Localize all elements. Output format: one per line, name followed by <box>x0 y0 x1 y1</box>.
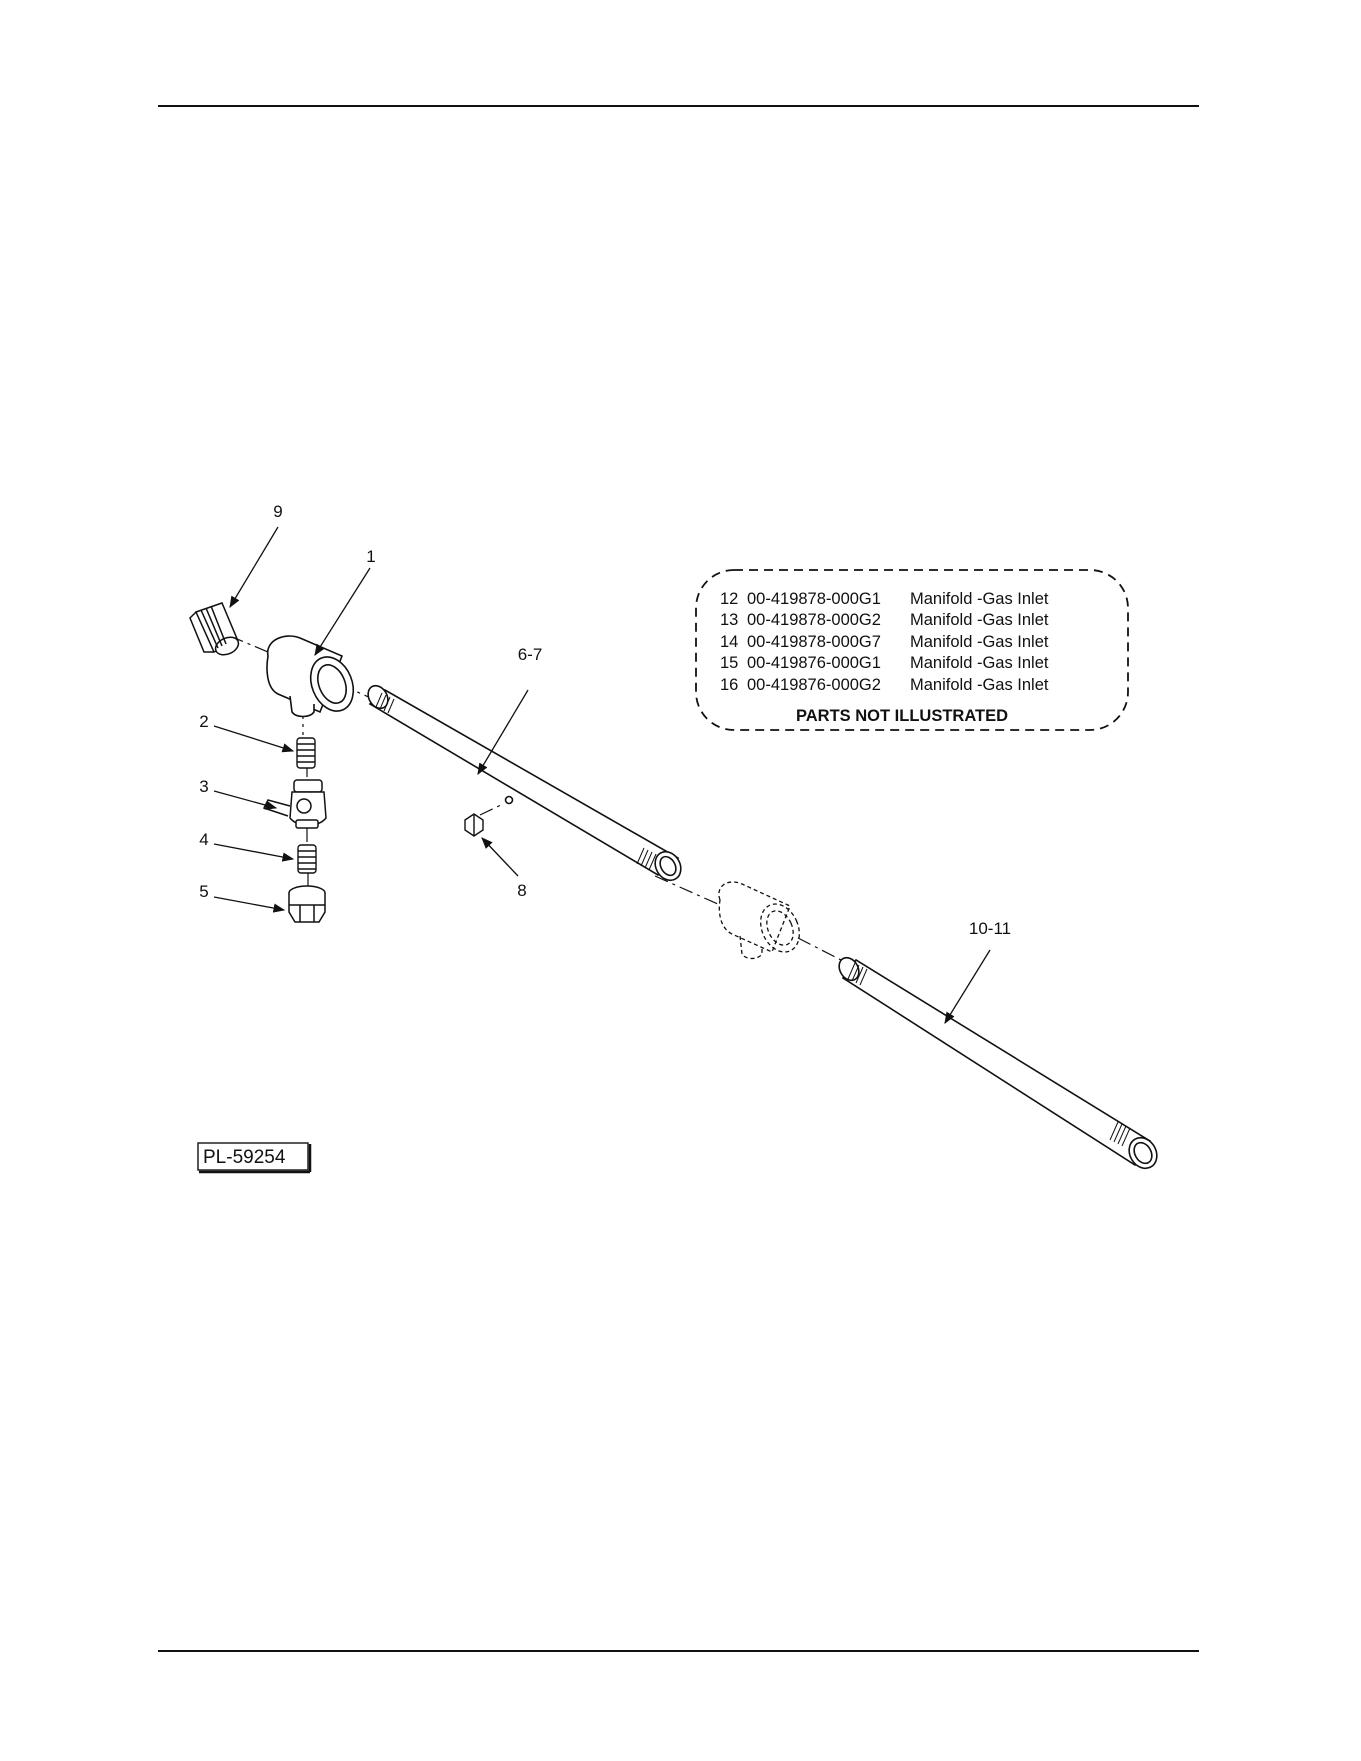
pni-row-15: 15 00-419876-000G1 Manifold -Gas Inlet <box>720 654 1049 672</box>
callout-6-7: 6-7 <box>518 645 543 664</box>
leader-arrow <box>214 844 293 859</box>
leader-arrow <box>945 950 990 1023</box>
svg-text:Manifold -Gas Inlet: Manifold -Gas Inlet <box>910 590 1049 608</box>
svg-text:00-419876-000G1: 00-419876-000G1 <box>747 654 881 672</box>
svg-text:00-419878-000G2: 00-419878-000G2 <box>747 611 881 629</box>
callout-4: 4 <box>199 830 208 849</box>
svg-text:14: 14 <box>720 633 738 651</box>
pni-row-16: 16 00-419876-000G2 Manifold -Gas Inlet <box>720 676 1049 694</box>
callout-10-11: 10-11 <box>969 919 1011 938</box>
svg-text:Manifold -Gas Inlet: Manifold -Gas Inlet <box>910 611 1049 629</box>
pni-row-12: 12 00-419878-000G1 Manifold -Gas Inlet <box>720 590 1049 608</box>
leader-arrow <box>214 791 276 808</box>
part-9-plug <box>190 603 241 658</box>
svg-text:00-419878-000G1: 00-419878-000G1 <box>747 590 881 608</box>
callout-5: 5 <box>199 882 208 901</box>
pni-heading: PARTS NOT ILLUSTRATED <box>796 707 1008 725</box>
part-1-tee <box>267 636 361 717</box>
svg-text:Manifold -Gas Inlet: Manifold -Gas Inlet <box>910 633 1049 651</box>
part-4-nipple <box>298 845 316 873</box>
part-8-plug <box>465 814 483 836</box>
plate-id-box: PL-59254 <box>198 1143 310 1172</box>
svg-text:Manifold -Gas Inlet: Manifold -Gas Inlet <box>910 676 1049 694</box>
callout-2: 2 <box>199 712 208 731</box>
callout-9: 9 <box>273 502 282 521</box>
leader-arrow <box>230 527 278 607</box>
leader-arrow <box>482 838 518 876</box>
pni-row-13: 13 00-419878-000G2 Manifold -Gas Inlet <box>720 611 1049 629</box>
leader-arrow <box>214 726 293 751</box>
leader-arrow <box>315 568 370 655</box>
part-3-valve <box>264 780 326 828</box>
leader-arrow <box>214 897 284 910</box>
callout-8: 8 <box>517 881 526 900</box>
part-10-11-pipe <box>835 954 1162 1173</box>
callout-1: 1 <box>366 547 375 566</box>
plate-id: PL-59254 <box>203 1147 286 1168</box>
part-5-union <box>289 886 325 922</box>
callout-3: 3 <box>199 777 208 796</box>
pni-row-14: 14 00-419878-000G7 Manifold -Gas Inlet <box>720 633 1049 651</box>
part-6-7-pipe <box>364 682 686 885</box>
svg-text:00-419878-000G7: 00-419878-000G7 <box>747 633 881 651</box>
coupling-phantom <box>719 882 807 959</box>
svg-text:Manifold -Gas Inlet: Manifold -Gas Inlet <box>910 654 1049 672</box>
svg-text:12: 12 <box>720 590 738 608</box>
svg-text:15: 15 <box>720 654 738 672</box>
parts-not-illustrated-box: 12 00-419878-000G1 Manifold -Gas Inlet 1… <box>696 570 1128 730</box>
svg-text:00-419876-000G2: 00-419876-000G2 <box>747 676 881 694</box>
part-2-nipple <box>297 738 315 768</box>
svg-text:13: 13 <box>720 611 738 629</box>
svg-text:16: 16 <box>720 676 738 694</box>
